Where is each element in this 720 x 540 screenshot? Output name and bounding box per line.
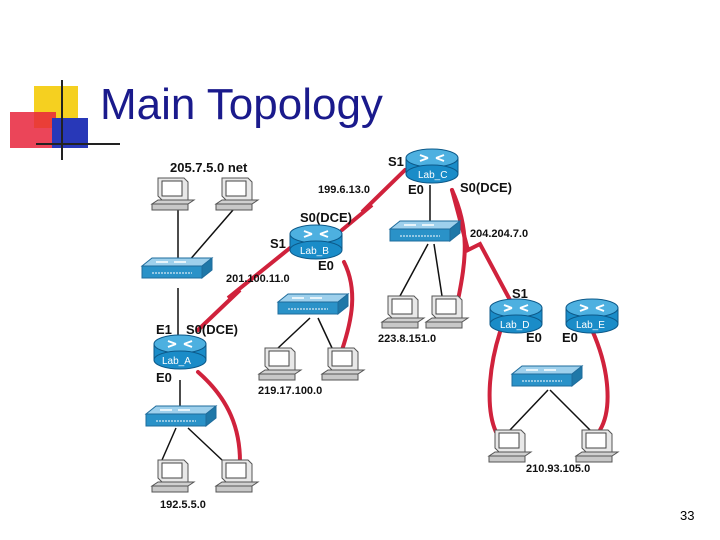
corner-decoration xyxy=(10,80,120,160)
workstation-icon xyxy=(381,295,425,329)
lan-link-c xyxy=(450,188,467,302)
workstation-icon xyxy=(151,459,195,493)
workstation-icon xyxy=(215,177,259,211)
network-label: 204.204.7.0 xyxy=(470,228,528,240)
router-lab-c: Lab_C xyxy=(405,148,459,184)
interface-label: S1 xyxy=(512,286,528,301)
router-lab-e: Lab_E xyxy=(565,298,619,334)
lan-link-a xyxy=(196,370,242,464)
network-label: 205.7.5.0 net xyxy=(170,160,248,175)
interface-label: S0(DCE) xyxy=(186,322,238,337)
ethernet-links xyxy=(161,185,591,461)
workstation-icon xyxy=(215,459,259,493)
switch-icon xyxy=(389,220,461,242)
network-label: 219.17.100.0 xyxy=(258,385,322,397)
interface-label: E0 xyxy=(408,182,424,197)
network-label: 223.8.151.0 xyxy=(378,333,436,345)
interface-label: S0(DCE) xyxy=(300,210,352,225)
workstation-icon xyxy=(488,429,532,463)
lan-link-d xyxy=(487,330,502,434)
switch-icon xyxy=(511,365,583,387)
interface-label: E0 xyxy=(526,330,542,345)
network-label: 192.5.5.0 xyxy=(160,499,206,511)
router-label: Lab_A xyxy=(162,356,191,367)
lan-link-e xyxy=(590,328,610,432)
deco-red-square xyxy=(10,112,56,148)
network-label: 210.93.105.0 xyxy=(526,463,590,475)
network-label: 199.6.13.0 xyxy=(318,184,370,196)
lan-link-b xyxy=(340,260,355,352)
workstation-icon xyxy=(151,177,195,211)
red-links xyxy=(196,168,610,464)
router-label: Lab_C xyxy=(418,170,447,181)
serial-link-a-b xyxy=(196,246,292,332)
router-lab-b: Lab_B xyxy=(289,224,343,260)
page-number: 33 xyxy=(680,508,695,523)
interface-label: S1 xyxy=(388,154,404,169)
interface-label: E0 xyxy=(562,330,578,345)
router-label: Lab_D xyxy=(500,320,529,331)
workstation-icon xyxy=(258,347,302,381)
page-title: Main Topology xyxy=(100,80,383,129)
switch-icon xyxy=(141,257,213,279)
workstation-icon xyxy=(575,429,619,463)
router-label: Lab_E xyxy=(576,320,605,331)
network-label: 201.100.11.0 xyxy=(226,273,290,285)
interface-label: E0 xyxy=(156,370,172,385)
interface-label: E1 xyxy=(156,322,172,337)
workstation-icon xyxy=(425,295,469,329)
interface-label: S0(DCE) xyxy=(460,180,512,195)
serial-link-b-c xyxy=(340,168,407,232)
switch-icon xyxy=(277,293,349,315)
router-lab-d: Lab_D xyxy=(489,298,543,334)
interface-label: E0 xyxy=(318,258,334,273)
interface-label: S1 xyxy=(270,236,286,251)
router-lab-a: Lab_A xyxy=(153,334,207,370)
router-label: Lab_B xyxy=(300,246,329,257)
workstation-icon xyxy=(321,347,365,381)
switch-icon xyxy=(145,405,217,427)
